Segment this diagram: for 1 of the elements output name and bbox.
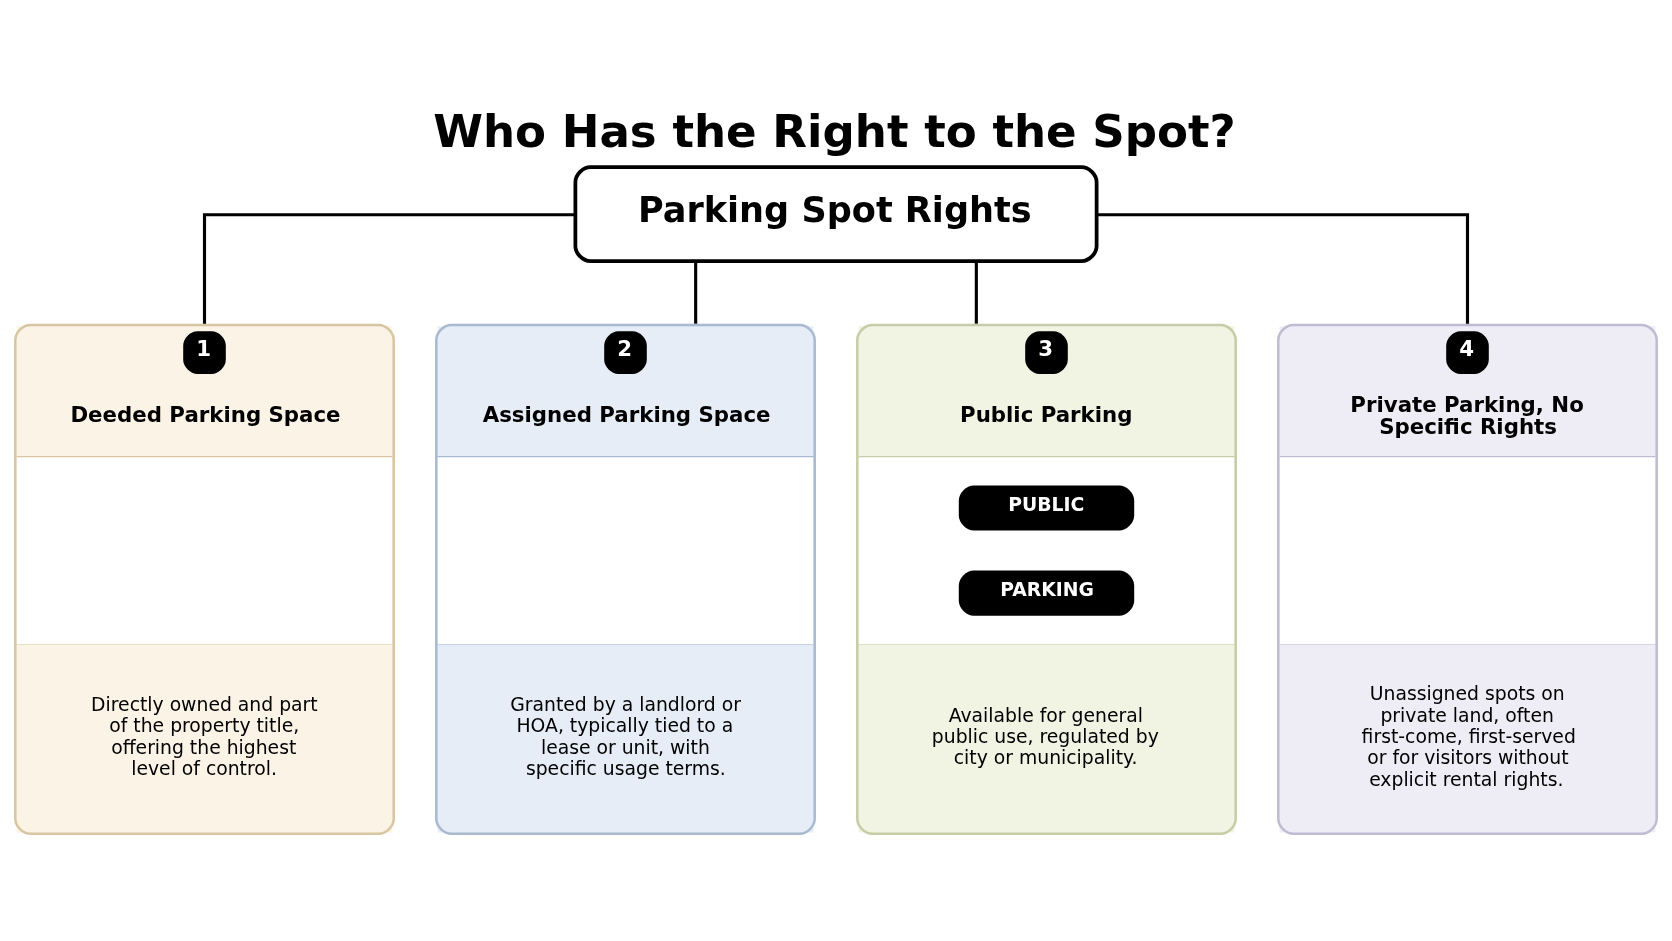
diagram-title: Who Has the Right to the Spot?: [433, 104, 1236, 158]
